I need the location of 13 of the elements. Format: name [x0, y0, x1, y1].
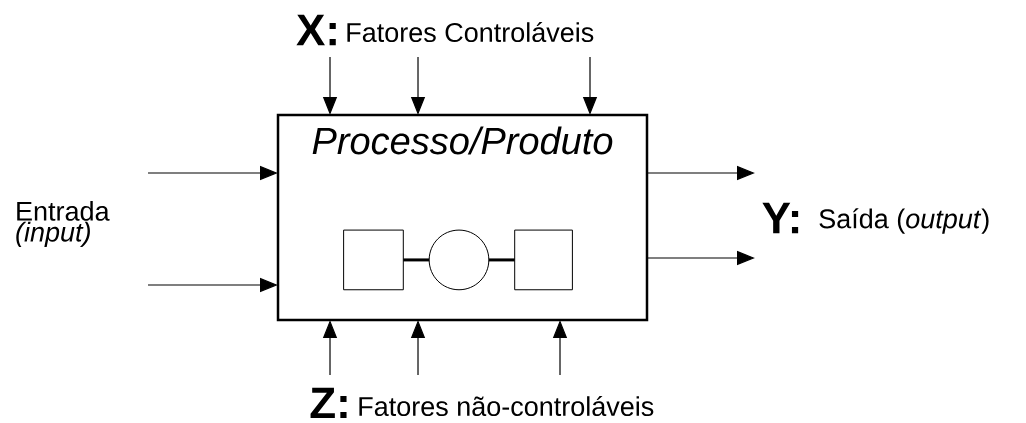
- axis-letter: Z:: [310, 387, 347, 419]
- connector-line: [403, 258, 430, 262]
- component-box: [343, 229, 404, 291]
- component-circle: [428, 229, 490, 291]
- axis-letter: X:: [296, 14, 336, 46]
- label-text: Entrada (input): [16, 201, 110, 247]
- axis-letter: Y:: [762, 202, 799, 234]
- process-box: Processo/Produto: [276, 113, 649, 322]
- label-text: Saída (output): [819, 208, 989, 234]
- component-box: [514, 229, 573, 291]
- label-text: Fatores não-controláveis: [359, 395, 654, 417]
- connector-line: [488, 258, 515, 262]
- label-text: Fatores Controláveis: [347, 21, 594, 43]
